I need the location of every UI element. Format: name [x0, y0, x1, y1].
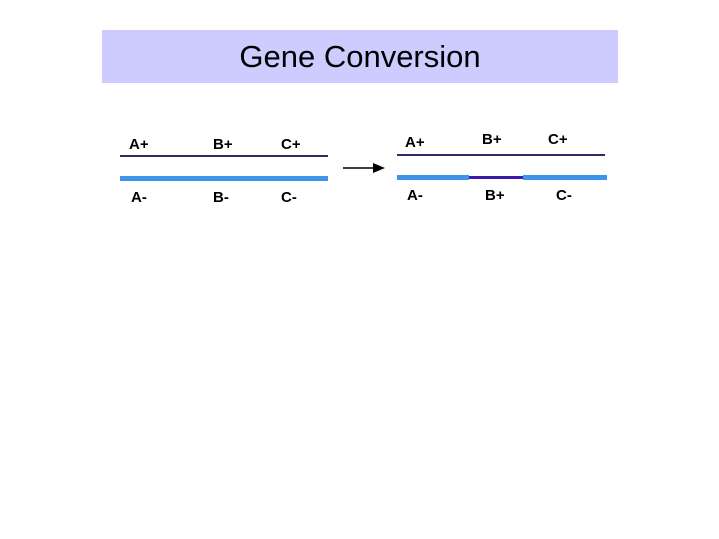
after-top-label-a: A+ [405, 134, 425, 151]
after-top-label-c: C+ [548, 131, 568, 148]
right-arrow-icon [343, 163, 385, 173]
before-top-label-c: C+ [281, 136, 301, 153]
before-top-strand [120, 155, 328, 157]
before-top-label-a: A+ [129, 136, 149, 153]
before-bottom-label-b: B- [213, 189, 229, 206]
before-top-label-b: B+ [213, 136, 233, 153]
before-bottom-strand [120, 176, 328, 181]
title-banner: Gene Conversion [102, 30, 618, 83]
after-bottom-strand-left [397, 175, 469, 180]
before-bottom-label-c: C- [281, 189, 297, 206]
after-top-label-b: B+ [482, 131, 502, 148]
after-bottom-strand-right [523, 175, 607, 180]
before-bottom-label-a: A- [131, 189, 147, 206]
after-bottom-label-a: A- [407, 187, 423, 204]
after-top-strand [397, 154, 605, 156]
after-bottom-label-b: B+ [485, 187, 505, 204]
page-title: Gene Conversion [239, 38, 481, 74]
after-bottom-label-c: C- [556, 187, 572, 204]
converted-segment [469, 176, 523, 179]
